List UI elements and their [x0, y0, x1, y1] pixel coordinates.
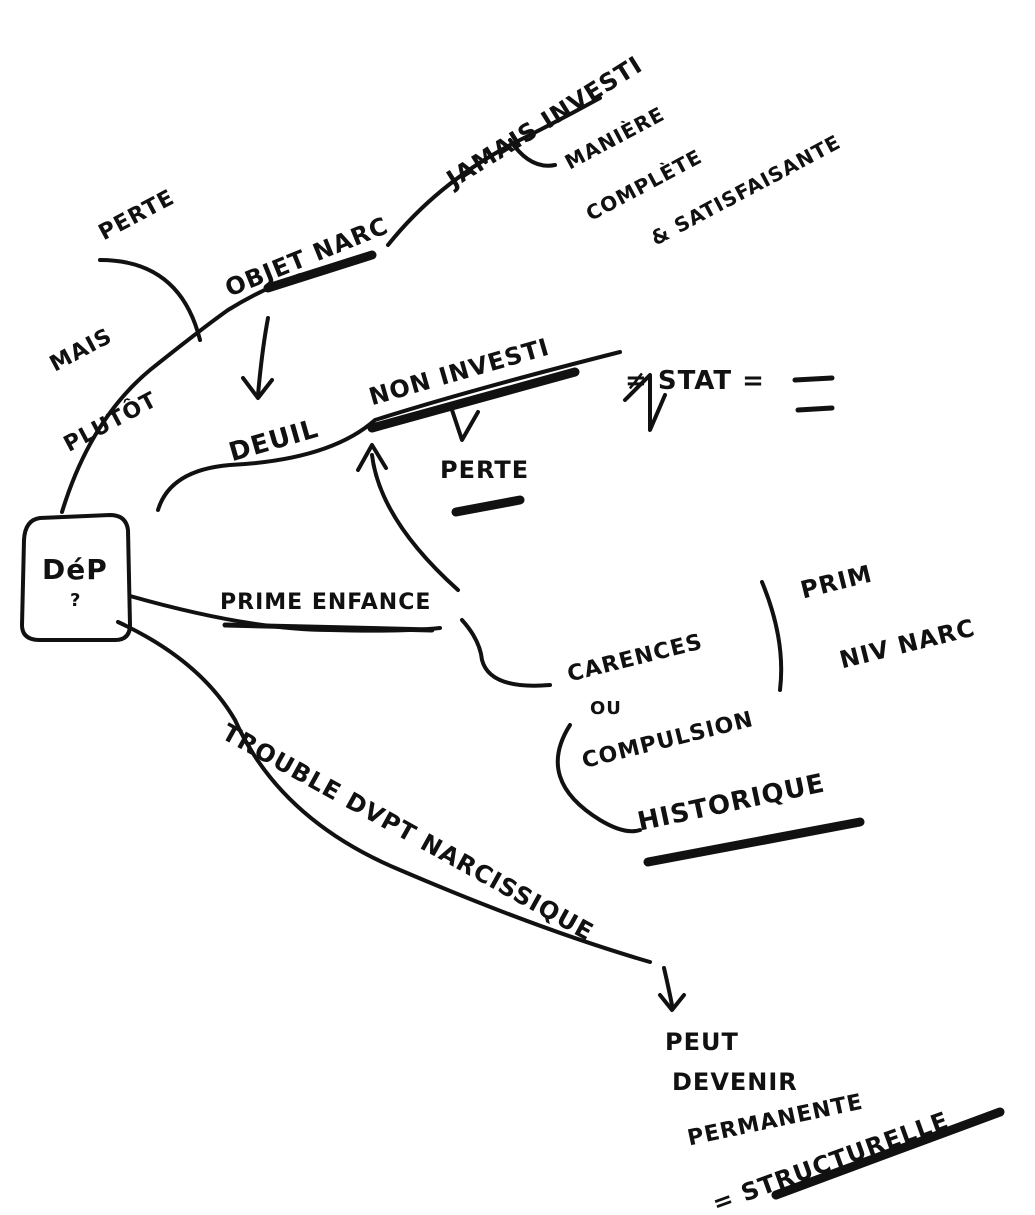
center-box-outline — [20, 513, 132, 642]
arrow-down-1 — [256, 316, 270, 397]
ou-label: OU — [590, 698, 622, 719]
equals-sign-bottom — [795, 405, 835, 413]
center-question: ? — [70, 590, 82, 611]
perte-middle-label: PERTE — [440, 456, 530, 484]
underline-historique — [643, 817, 865, 867]
branch-top-side — [98, 258, 202, 342]
arrow-down-2 — [662, 966, 674, 1007]
check-mark — [450, 408, 480, 442]
underline-objet-narc — [263, 250, 377, 293]
underline-prime-enfance — [222, 622, 435, 633]
equals-sign-top — [792, 375, 835, 383]
underline-non-investi — [367, 367, 580, 433]
branch-bottom — [116, 620, 652, 964]
stat-symbol-label: ≠ STAT = — [625, 366, 765, 396]
bracket-curve — [555, 723, 642, 834]
prime-enfance-label: PRIME ENFANCE — [220, 590, 432, 615]
peut-label: PEUT — [665, 1028, 739, 1056]
arrow-down-1-head — [241, 376, 274, 400]
bracket-vertical — [760, 580, 784, 692]
arrow-down-2-head — [658, 993, 686, 1012]
arrow-up-head — [356, 443, 388, 472]
branch-middle — [156, 350, 622, 512]
underline-structurelle — [771, 1107, 1005, 1200]
branch-top-continue — [386, 96, 602, 247]
branch-top-note — [508, 138, 557, 168]
branch-top — [60, 273, 302, 514]
branch-lower-continue — [460, 618, 552, 688]
arrow-up — [370, 453, 460, 592]
lightning-symbol — [623, 373, 667, 432]
center-label: DéP — [42, 553, 108, 586]
devenir-label: DEVENIR — [672, 1068, 798, 1096]
underline-perte — [451, 495, 525, 517]
